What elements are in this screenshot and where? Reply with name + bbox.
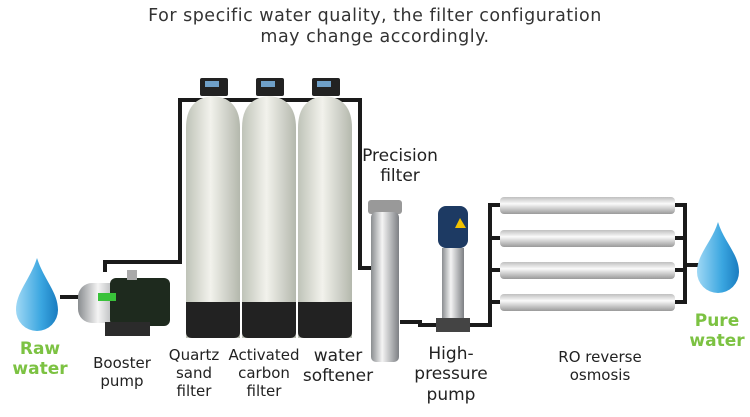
raw-water-label: Raw water xyxy=(12,339,68,380)
filter-tanks-icon xyxy=(186,78,352,338)
high-pressure-pump-icon xyxy=(436,206,470,332)
ro-reverse-osmosis-label: RO reverse osmosis xyxy=(558,348,642,384)
booster-pump-icon xyxy=(78,270,170,336)
quartz-sand-filter-label: Quartz sand filter xyxy=(168,346,220,400)
precision-filter-icon xyxy=(368,200,402,362)
pure-water-drop-icon xyxy=(697,222,739,293)
activated-carbon-filter-label: Activated carbon filter xyxy=(228,346,300,400)
raw-water-drop-icon xyxy=(16,258,58,331)
ro-membranes-icon xyxy=(500,197,675,311)
caption: For specific water quality, the filter c… xyxy=(148,6,602,47)
precision-filter-label: Precision filter xyxy=(362,146,438,187)
water-softener-label: water softener xyxy=(302,346,374,387)
pure-water-label: Pure water xyxy=(689,311,745,352)
pipes xyxy=(60,98,700,327)
high-pressure-pump-label: High-pressure pump xyxy=(414,344,488,405)
booster-pump-label: Booster pump xyxy=(93,354,151,390)
